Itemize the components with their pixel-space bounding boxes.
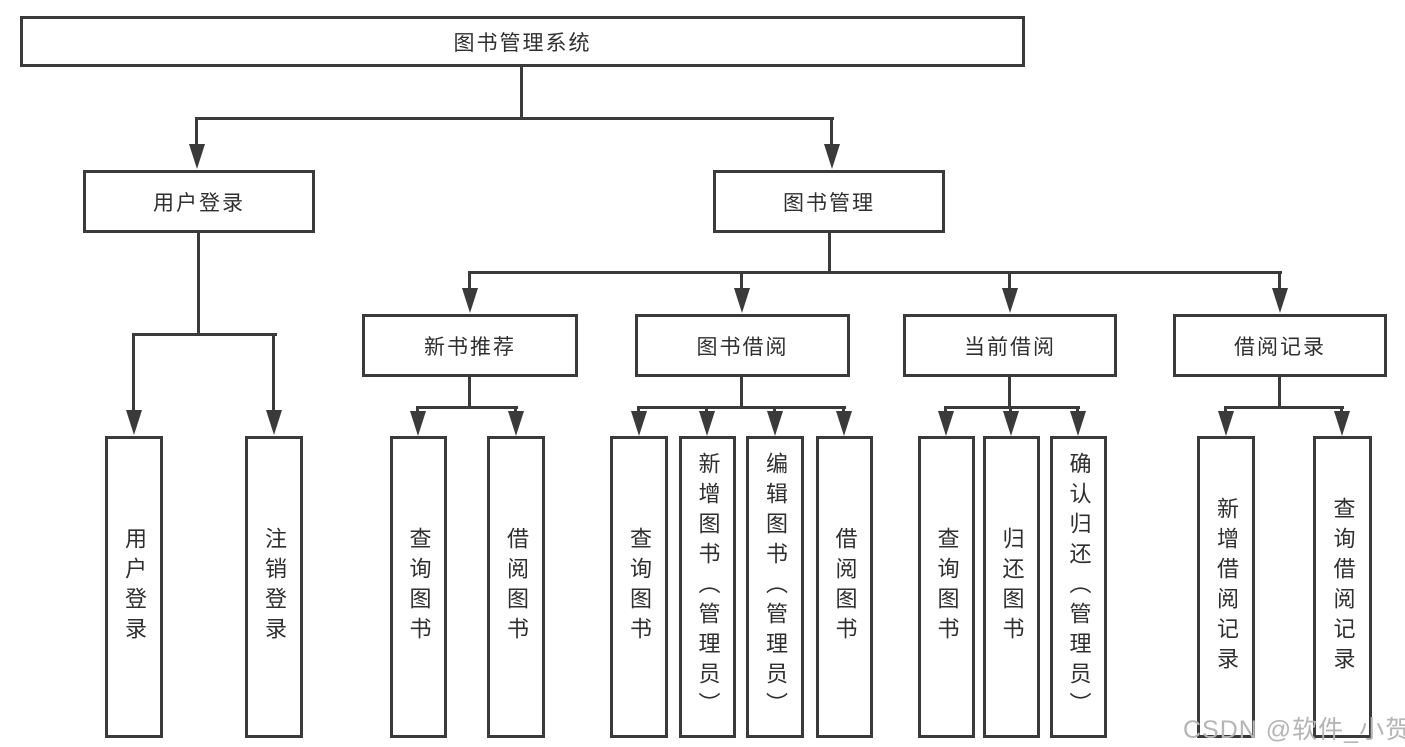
- connector-line: [830, 117, 833, 146]
- leaf-borrow-books-label: 借阅图书: [832, 527, 858, 647]
- leaf-add-books-admin-label: 新增图书（管理员）: [695, 452, 721, 722]
- leaf-query-books-current-label: 查询图书: [934, 527, 960, 647]
- connector-line: [132, 333, 135, 411]
- arrow-down-icon: [734, 288, 750, 313]
- arrow-down-icon: [631, 411, 647, 436]
- node-current-borrow: 当前借阅: [903, 314, 1117, 377]
- connector-line: [637, 406, 846, 409]
- leaf-query-books-recommend: 查询图书: [390, 436, 447, 738]
- node-current-borrow-label: 当前借阅: [964, 335, 1056, 359]
- connector-line: [272, 333, 275, 411]
- connector-line: [468, 271, 1282, 274]
- leaf-logout: 注销登录: [245, 436, 303, 738]
- arrow-down-icon: [1334, 411, 1350, 436]
- connector-line: [195, 117, 198, 146]
- connector-line: [196, 117, 834, 120]
- arrow-down-icon: [1002, 288, 1018, 313]
- leaf-query-books-current: 查询图书: [918, 436, 975, 738]
- connector-line: [514, 406, 517, 414]
- arrow-down-icon: [1003, 411, 1019, 436]
- connector-line: [705, 406, 708, 414]
- connector-line: [416, 406, 419, 414]
- connector-line: [416, 406, 518, 409]
- arrow-down-icon: [126, 410, 142, 435]
- leaf-edit-books-admin-label: 编辑图书（管理员）: [763, 452, 788, 722]
- node-book-borrow-label: 图书借阅: [696, 335, 789, 359]
- connector-line: [197, 232, 200, 334]
- arrow-down-icon: [410, 411, 426, 436]
- node-library-system: 图书管理系统: [20, 16, 1025, 67]
- leaf-query-books-borrow: 查询图书: [610, 436, 668, 738]
- node-book-management: 图书管理: [713, 170, 945, 233]
- leaf-confirm-return-admin: 确认归还（管理员）: [1050, 436, 1107, 738]
- arrow-down-icon: [266, 410, 282, 435]
- arrow-down-icon: [824, 144, 840, 169]
- leaf-edit-books-admin: 编辑图书（管理员）: [746, 436, 804, 738]
- connector-line: [1340, 406, 1343, 414]
- arrow-down-icon: [767, 411, 783, 436]
- csdn-watermark: CSDN @软件_小贺同学: [1183, 716, 1405, 744]
- arrow-down-icon: [699, 411, 715, 436]
- node-user-login-label: 用户登录: [153, 191, 245, 215]
- leaf-borrow-books: 借阅图书: [816, 436, 873, 738]
- connector-line: [1224, 406, 1344, 409]
- connector-line: [1224, 406, 1227, 414]
- leaf-confirm-return-admin-label: 确认归还（管理员）: [1066, 452, 1092, 722]
- arrow-down-icon: [938, 411, 954, 436]
- leaf-add-borrow-record: 新增借阅记录: [1197, 436, 1255, 738]
- connector-line: [842, 406, 845, 414]
- arrow-down-icon: [508, 411, 524, 436]
- leaf-user-login: 用户登录: [105, 436, 163, 738]
- node-new-book-recommend-label: 新书推荐: [424, 335, 516, 359]
- connector-line: [1008, 375, 1011, 408]
- leaf-logout-label: 注销登录: [262, 527, 287, 647]
- connector-line: [132, 333, 277, 336]
- node-borrow-records-label: 借阅记录: [1234, 335, 1326, 359]
- node-user-login: 用户登录: [83, 170, 315, 233]
- connector-line: [944, 406, 1080, 409]
- connector-line: [468, 375, 471, 408]
- node-book-borrow: 图书借阅: [635, 314, 850, 377]
- node-book-management-label: 图书管理: [783, 191, 875, 215]
- leaf-query-books-borrow-label: 查询图书: [627, 527, 652, 647]
- leaf-borrow-books-recommend-label: 借阅图书: [504, 527, 529, 647]
- connector-line: [637, 406, 640, 414]
- arrow-down-icon: [1272, 288, 1288, 313]
- leaf-user-login-label: 用户登录: [122, 527, 147, 647]
- arrow-down-icon: [836, 411, 852, 436]
- arrow-down-icon: [462, 288, 478, 313]
- connector-line: [1278, 375, 1281, 408]
- leaf-return-books: 归还图书: [983, 436, 1040, 738]
- leaf-query-borrow-record-label: 查询借阅记录: [1330, 497, 1356, 677]
- connector-line: [1008, 271, 1011, 290]
- connector-line: [1009, 406, 1012, 414]
- arrow-down-icon: [189, 144, 205, 169]
- arrow-down-icon: [1218, 411, 1234, 436]
- connector-line: [828, 232, 831, 273]
- connector-line: [1278, 271, 1281, 290]
- connector-line: [1076, 406, 1079, 414]
- leaf-return-books-label: 归还图书: [999, 527, 1025, 647]
- connector-line: [520, 66, 523, 119]
- connector-line: [944, 406, 947, 414]
- leaf-query-borrow-record: 查询借阅记录: [1313, 436, 1372, 738]
- connector-line: [740, 271, 743, 290]
- node-borrow-records: 借阅记录: [1173, 314, 1387, 377]
- connector-line: [773, 406, 776, 414]
- node-new-book-recommend: 新书推荐: [362, 314, 578, 377]
- connector-line: [740, 375, 743, 408]
- leaf-borrow-books-recommend: 借阅图书: [487, 436, 545, 738]
- leaf-add-books-admin: 新增图书（管理员）: [679, 436, 736, 738]
- node-library-system-label: 图书管理系统: [453, 31, 592, 55]
- leaf-query-books-recommend-label: 查询图书: [406, 527, 432, 647]
- leaf-add-borrow-record-label: 新增借阅记录: [1214, 497, 1239, 677]
- connector-line: [468, 271, 471, 290]
- arrow-down-icon: [1070, 411, 1086, 436]
